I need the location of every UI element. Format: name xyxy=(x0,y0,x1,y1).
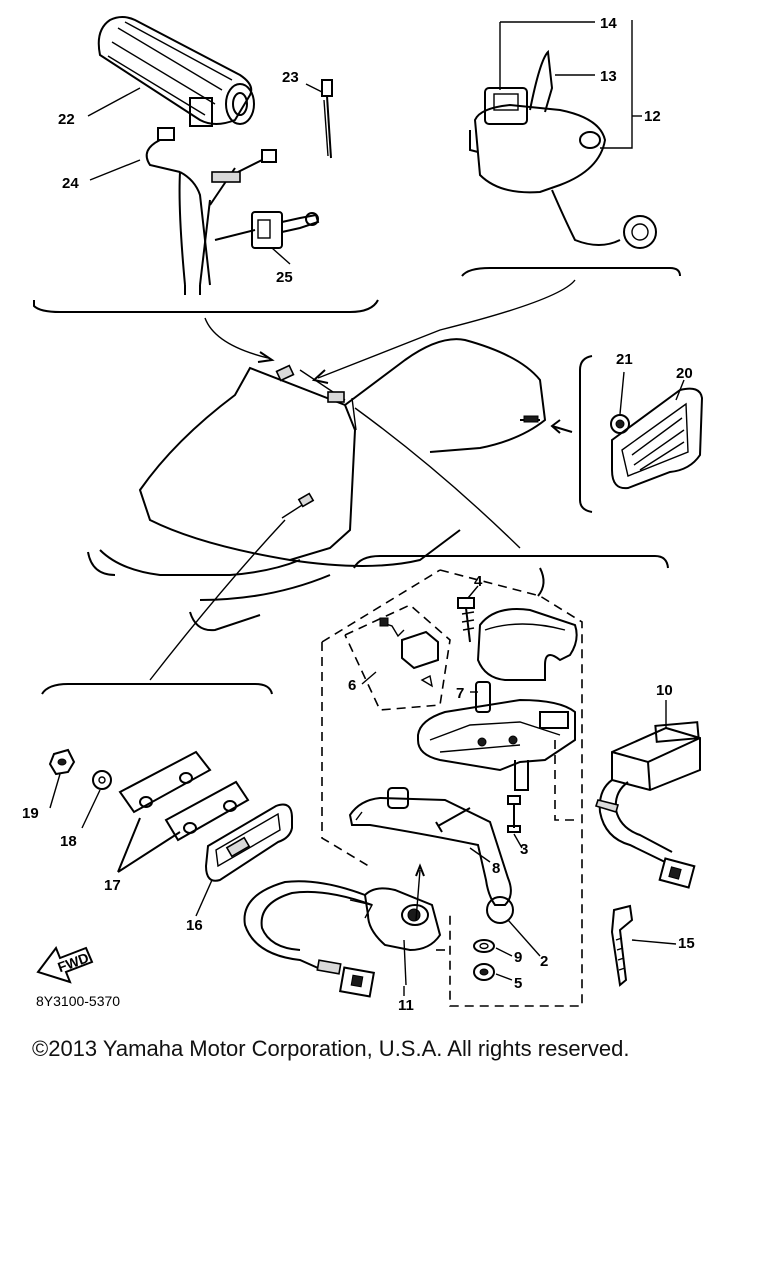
rear-reflector-group: 19 18 17 16 xyxy=(22,683,293,934)
part-label-15: 15 xyxy=(678,935,695,952)
leader-18 xyxy=(81,789,101,829)
side-reflector xyxy=(611,387,704,490)
kill-switch xyxy=(251,211,320,249)
lever-cover xyxy=(476,608,578,681)
wire-harness xyxy=(145,127,277,295)
reflector-plate-upper xyxy=(118,750,212,814)
washer-18 xyxy=(92,770,112,790)
leader-20 xyxy=(675,379,685,401)
part-label-5: 5 xyxy=(514,975,522,992)
connector-line-left xyxy=(204,317,269,359)
bracket-line-12 xyxy=(600,20,633,149)
copyright-notice: ©2013 Yamaha Motor Corporation, U.S.A. A… xyxy=(32,1036,630,1061)
part-label-18: 18 xyxy=(60,833,77,850)
part-label-13: 13 xyxy=(600,68,617,85)
leader-17 xyxy=(117,817,181,873)
part-label-2: 2 xyxy=(540,953,548,970)
part-label-8: 8 xyxy=(492,860,500,877)
bolt-4 xyxy=(457,597,475,643)
leader-19 xyxy=(49,773,61,809)
brake-switch xyxy=(379,617,439,688)
group-bracket-top-right xyxy=(461,267,681,277)
group-bracket-brake xyxy=(353,555,669,569)
snowmobile-hood xyxy=(87,338,547,681)
reflector-nut-19 xyxy=(48,748,76,776)
part-label-6: 6 xyxy=(348,677,356,694)
lever-bracket xyxy=(417,698,576,791)
brake-lever xyxy=(348,787,514,924)
cable-tie-15: 15 xyxy=(610,904,695,987)
leader-23 xyxy=(305,83,323,93)
part-label-16: 16 xyxy=(186,917,203,934)
assembly-outline xyxy=(321,569,583,1007)
leader-9 xyxy=(495,947,513,957)
fwd-label: FWD xyxy=(55,949,90,975)
part-label-9: 9 xyxy=(514,949,522,966)
leader-25 xyxy=(271,247,291,265)
forward-arrow-icon: FWD xyxy=(36,945,94,984)
leader-5 xyxy=(495,973,513,981)
leader-21 xyxy=(619,371,625,415)
part-label-14: 14 xyxy=(600,15,617,32)
part-label-25: 25 xyxy=(276,269,293,286)
throttle-housing xyxy=(469,49,657,249)
part-label-20: 20 xyxy=(676,365,693,382)
part-label-3: 3 xyxy=(520,841,528,858)
washer-9 xyxy=(473,939,495,953)
part-label-21: 21 xyxy=(616,351,633,368)
part-label-23: 23 xyxy=(282,69,299,86)
reflector-nut xyxy=(610,414,630,434)
leader-16 xyxy=(195,879,213,917)
cable-tie-23 xyxy=(321,79,333,159)
side-reflector-group: 21 20 xyxy=(550,351,704,513)
group-bracket-top-left xyxy=(33,299,379,313)
group-bracket-bottom-left xyxy=(41,683,273,695)
part-label-4: 4 xyxy=(474,573,483,590)
throttle-housing-group: 14 13 12 xyxy=(461,15,681,277)
part-label-19: 19 xyxy=(22,805,39,822)
leader-22 xyxy=(87,87,141,117)
leader-3 xyxy=(513,833,523,849)
part-label-17: 17 xyxy=(104,877,121,894)
connector-line-right xyxy=(317,279,576,379)
grip-wiring-group: 22 23 24 25 xyxy=(33,16,379,313)
drawing-code: 8Y3100-5370 xyxy=(36,993,120,1009)
reflector-plate-lower xyxy=(164,780,250,842)
brake-lever-group: 4 6 7 8 3 2 9 5 xyxy=(321,555,669,1007)
bolt-3 xyxy=(507,795,521,833)
connector-switch-10: 10 xyxy=(594,682,701,889)
parts-diagram: 22 23 24 25 14 13 12 xyxy=(22,15,704,1014)
part-label-12: 12 xyxy=(644,108,661,125)
part-label-7: 7 xyxy=(456,685,464,702)
rear-reflector xyxy=(204,803,293,882)
connector-arrow-left xyxy=(257,351,275,363)
part-label-11: 11 xyxy=(398,997,414,1014)
reflector-arrow xyxy=(550,419,573,434)
leader-24 xyxy=(89,159,141,181)
part-label-24: 24 xyxy=(62,175,79,192)
part-label-22: 22 xyxy=(58,111,75,128)
group-bracket-right xyxy=(579,355,593,513)
nut-5 xyxy=(473,963,495,981)
part-label-10: 10 xyxy=(656,682,673,699)
leader-4 xyxy=(467,585,479,599)
leader-8 xyxy=(469,847,491,863)
brake-light-switch: 11 xyxy=(243,863,450,1014)
handlebar-grip xyxy=(97,16,255,127)
sleeve-7 xyxy=(475,681,491,713)
leader-2 xyxy=(507,919,541,957)
leader-15 xyxy=(631,939,677,945)
leader-6 xyxy=(361,671,377,685)
screw-8 xyxy=(435,807,471,833)
